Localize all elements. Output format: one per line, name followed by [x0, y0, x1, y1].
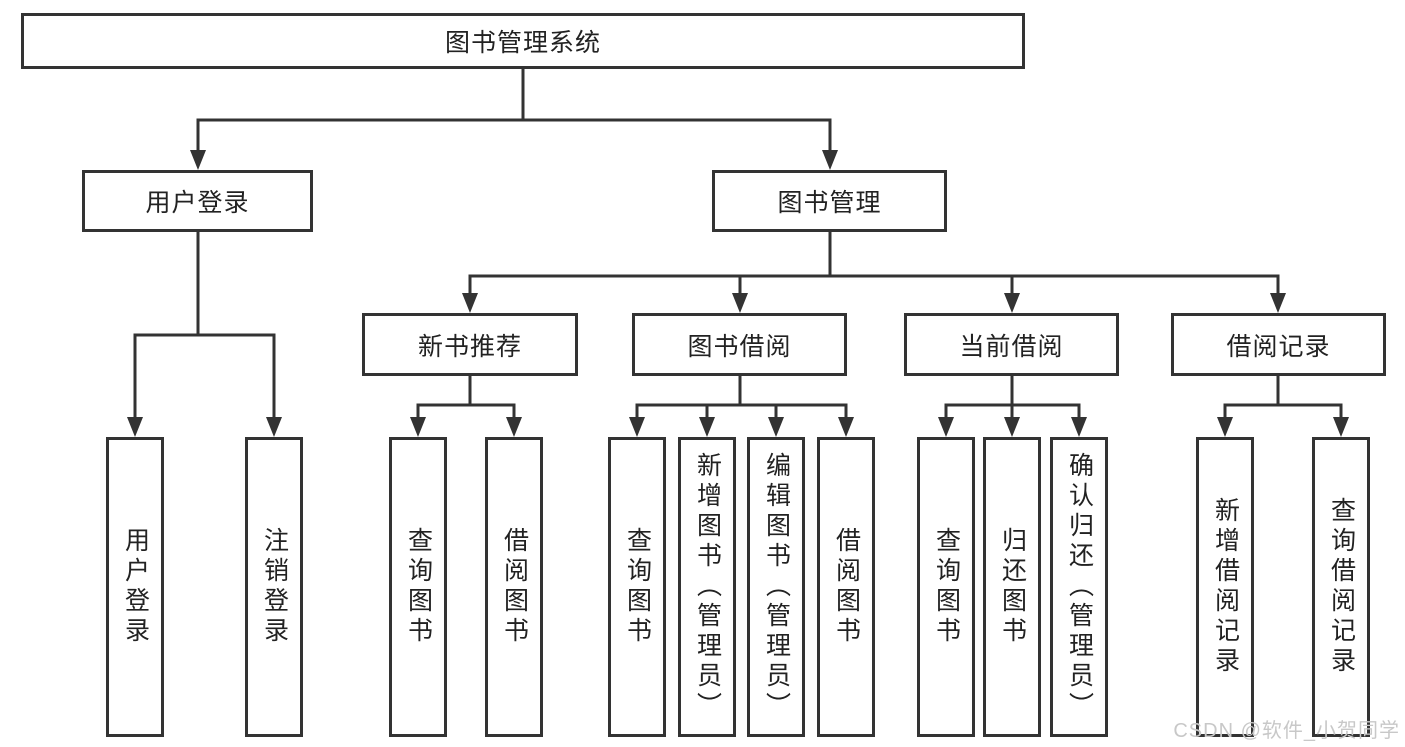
node-borrowing-records: 借阅记录	[1171, 313, 1386, 376]
node-label: 借阅记录	[1226, 332, 1331, 361]
node-query-borrow-record: 查询借阅记录	[1312, 437, 1370, 737]
node-label: 新书推荐	[417, 332, 522, 361]
node-return-books: 归还图书	[983, 437, 1041, 737]
node-label: 查询图书	[404, 527, 433, 647]
node-label: 图书管理	[777, 189, 882, 217]
node-label: 确认归还（管理员）	[1065, 452, 1094, 722]
node-user-login-action: 用户登录	[106, 437, 164, 737]
watermark: CSDN @软件_小贺同学	[1173, 720, 1400, 742]
node-label: 查询借阅记录	[1327, 497, 1356, 677]
node-label: 编辑图书（管理员）	[762, 452, 791, 722]
node-borrow-books-recommend: 借阅图书	[485, 437, 543, 737]
node-label: 图书管理系统	[444, 29, 601, 57]
node-query-books-recommend: 查询图书	[389, 437, 447, 737]
node-new-book-recommendation: 新书推荐	[362, 313, 578, 376]
node-label: 新增图书（管理员）	[693, 452, 722, 722]
node-label: 新增借阅记录	[1211, 497, 1240, 677]
node-edit-books-admin: 编辑图书（管理员）	[747, 437, 805, 737]
node-label: 当前借阅	[959, 332, 1064, 361]
node-label: 用户登录	[121, 527, 150, 647]
node-borrow-books-action: 借阅图书	[817, 437, 875, 737]
node-library-management-system: 图书管理系统	[21, 13, 1025, 69]
node-confirm-return-admin: 确认归还（管理员）	[1050, 437, 1108, 737]
node-book-management: 图书管理	[712, 170, 947, 232]
node-current-borrowing: 当前借阅	[904, 313, 1119, 376]
node-label: 查询图书	[932, 527, 961, 647]
node-add-borrow-record: 新增借阅记录	[1196, 437, 1254, 737]
node-label: 借阅图书	[832, 527, 861, 647]
node-label: 归还图书	[998, 527, 1027, 647]
node-label: 注销登录	[260, 527, 289, 647]
node-label: 查询图书	[623, 527, 652, 647]
node-query-books-current: 查询图书	[917, 437, 975, 737]
node-logout: 注销登录	[245, 437, 303, 737]
node-user-login: 用户登录	[82, 170, 313, 232]
node-label: 图书借阅	[687, 332, 792, 361]
node-book-borrowing: 图书借阅	[632, 313, 847, 376]
node-label: 借阅图书	[500, 527, 529, 647]
node-query-books-borrow: 查询图书	[608, 437, 666, 737]
node-add-books-admin: 新增图书（管理员）	[678, 437, 736, 737]
node-label: 用户登录	[145, 189, 250, 217]
